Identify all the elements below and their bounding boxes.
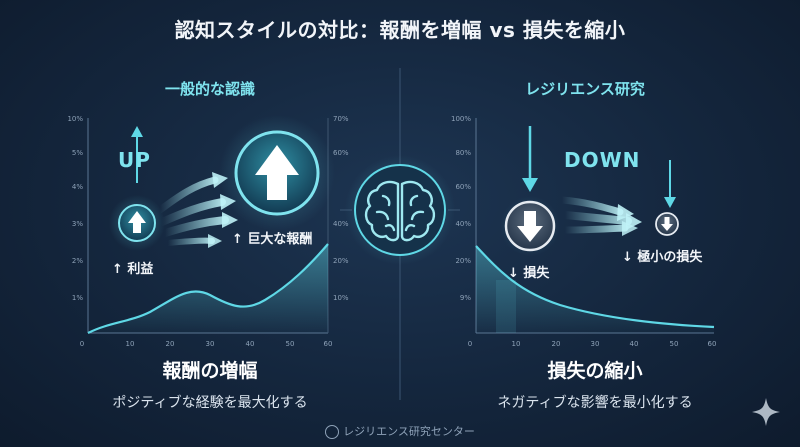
left-y-tick: 2% <box>72 257 83 265</box>
left-curve <box>87 243 329 334</box>
up-label: UP <box>118 148 151 172</box>
right-streak-arrows <box>558 196 642 236</box>
right-x-tick: 60 <box>708 340 717 348</box>
sparkle-icon <box>752 398 780 426</box>
loss-label: ↓ 損失 <box>508 266 550 281</box>
footer: レジリエンス研究センター <box>0 423 800 439</box>
right-panel-caption: ネガティブな影響を最小化する <box>497 395 693 411</box>
right-y-tick: 60% <box>455 183 471 191</box>
left-right-tick: 10% <box>333 294 349 302</box>
left-streak-arrows <box>156 172 238 248</box>
right-x-tick: 50 <box>670 340 679 348</box>
right-area <box>476 246 714 333</box>
left-x-tick: 60 <box>324 340 333 348</box>
page-title: 認知スタイルの対比：報酬を増幅 vs 損失を縮小 <box>174 18 626 42</box>
right-subtitle: レジリエンス研究 <box>525 80 645 98</box>
left-y-tick: 10% <box>67 115 83 123</box>
left-x-tick: 20 <box>166 340 175 348</box>
left-x-tick: 0 <box>80 340 84 348</box>
down-label: DOWN <box>564 148 641 172</box>
brain-small-icon <box>325 425 340 439</box>
down-indicator-head <box>522 178 538 192</box>
left-area <box>88 244 328 333</box>
right-curve <box>475 245 715 329</box>
left-right-tick: 70% <box>333 115 349 123</box>
right-y-tick: 9% <box>460 294 471 302</box>
left-subtitle: 一般的な認識 <box>164 80 255 98</box>
brain-circle <box>354 164 446 256</box>
left-y-tick-labels: 10% 5% 4% 3% 2% 1% <box>67 115 83 302</box>
left-panel-title: 報酬の増幅 <box>162 360 258 382</box>
right-y-tick-labels: 100% 80% 60% 40% 20% 9% <box>451 115 471 302</box>
right-x-tick: 40 <box>630 340 639 348</box>
small-up-arrow-icon <box>128 211 146 233</box>
left-x-tick: 30 <box>206 340 215 348</box>
big-reward-label: ↑ 巨大な報酬 <box>232 232 313 247</box>
big-down-arrow-icon <box>517 211 543 242</box>
left-right-tick: 40% <box>333 220 349 228</box>
right-x-tick: 10 <box>512 340 521 348</box>
small-down-arrow-icon <box>661 217 673 231</box>
left-y-tick: 3% <box>72 220 83 228</box>
right-x-tick: 0 <box>468 340 472 348</box>
left-right-tick: 20% <box>333 257 349 265</box>
right-panel-title: 損失の縮小 <box>547 360 643 382</box>
right-x-tick-labels: 0 10 20 30 40 50 60 <box>468 340 717 348</box>
right-y-tick: 100% <box>451 115 471 123</box>
footer-text: レジリエンス研究センター <box>343 425 475 438</box>
brain-icon <box>364 180 436 242</box>
left-y-tick: 5% <box>72 149 83 157</box>
left-right-tick: 60% <box>333 149 349 157</box>
right-y-tick: 20% <box>455 257 471 265</box>
right-x-tick: 20 <box>552 340 561 348</box>
left-x-tick-labels: 0 10 20 30 40 50 60 <box>80 340 333 348</box>
big-up-arrow-icon <box>255 145 299 200</box>
left-right-tick-labels: 70% 60% 40% 20% 10% <box>333 115 349 302</box>
left-panel-caption: ポジティブな経験を最大化する <box>112 395 308 411</box>
right-y-tick: 40% <box>455 220 471 228</box>
gain-label: ↑ 利益 <box>112 262 154 277</box>
left-y-tick: 4% <box>72 183 83 191</box>
tiny-loss-label: ↓ 極小の損失 <box>622 250 703 265</box>
right-x-tick: 30 <box>591 340 600 348</box>
left-x-tick: 10 <box>126 340 135 348</box>
right-y-tick: 80% <box>455 149 471 157</box>
left-y-tick: 1% <box>72 294 83 302</box>
up-indicator-head <box>131 126 143 137</box>
left-x-tick: 40 <box>246 340 255 348</box>
left-x-tick: 50 <box>286 340 295 348</box>
